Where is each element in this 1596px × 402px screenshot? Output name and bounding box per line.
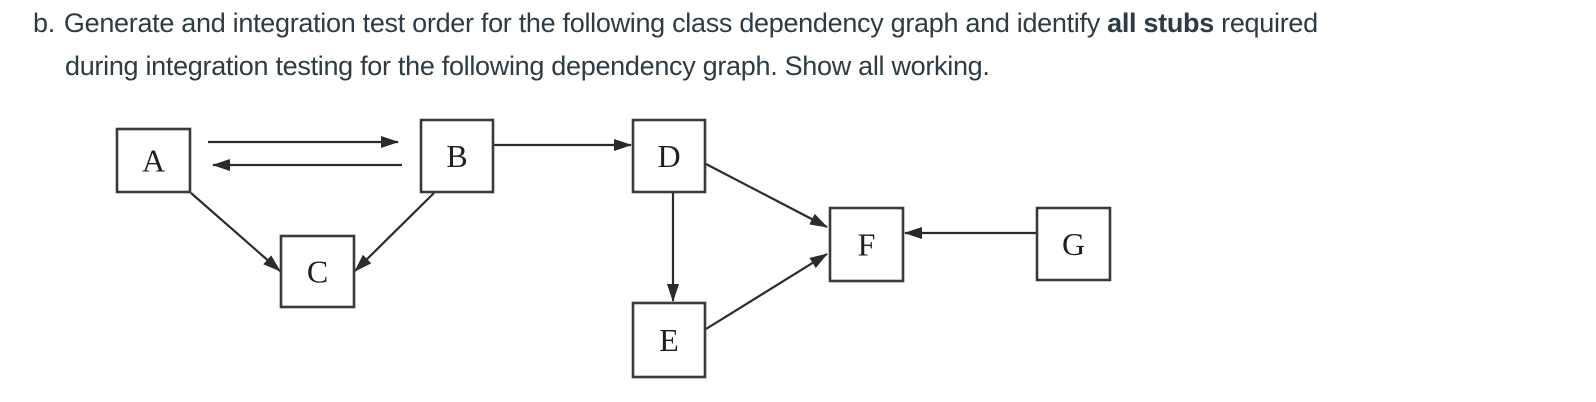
node-F: F	[828, 206, 905, 283]
node-A: A	[115, 127, 192, 194]
question-line1-segment-after: required	[1213, 8, 1318, 38]
node-E: E	[631, 301, 707, 379]
edge-D-to-F	[705, 163, 828, 228]
question-line1-segment-before: Generate and integration test order for …	[63, 8, 1108, 38]
node-C-box	[279, 234, 356, 309]
node-C-label: C	[307, 254, 328, 290]
node-D-box	[631, 118, 707, 194]
node-F-box	[828, 206, 905, 283]
edge-E-to-F	[705, 253, 828, 330]
node-D-label: D	[657, 138, 680, 174]
question-line-2: during integration testing for the follo…	[65, 51, 990, 81]
node-E-label: E	[659, 322, 679, 358]
question-line1-bold-segment: all stubs	[1107, 8, 1214, 38]
node-D: D	[631, 118, 707, 194]
node-B-label: B	[446, 138, 467, 174]
edges-layer	[190, 136, 1036, 330]
node-G-box	[1035, 206, 1112, 282]
node-F-label: F	[858, 227, 876, 263]
node-A-box	[115, 127, 192, 194]
question-line-1: b. Generate and integration test order fo…	[33, 10, 1318, 37]
node-C: C	[279, 234, 356, 309]
node-A-label: A	[142, 143, 165, 179]
node-G-label: G	[1062, 226, 1085, 262]
node-G: G	[1035, 206, 1112, 282]
node-B-box	[419, 118, 495, 194]
edge-B-to-C	[354, 192, 435, 272]
node-B: B	[419, 118, 495, 194]
node-E-box	[631, 301, 707, 379]
list-item-marker: b.	[33, 8, 55, 38]
edge-A-to-C	[190, 192, 281, 272]
nodes-layer: A B C D E F G	[115, 118, 1112, 379]
